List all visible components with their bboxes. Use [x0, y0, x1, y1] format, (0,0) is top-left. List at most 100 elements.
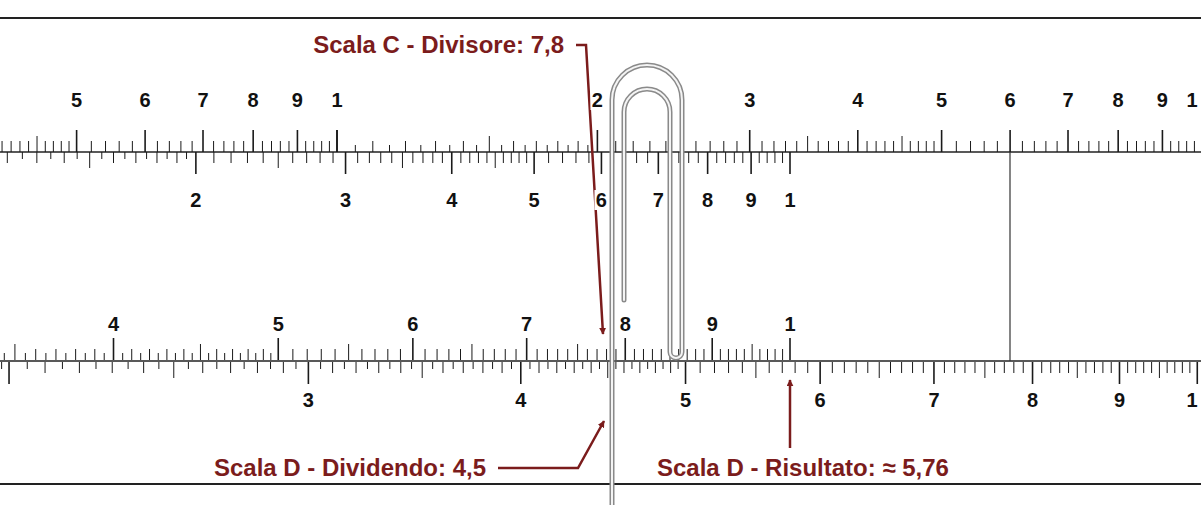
scale-tick [146, 152, 147, 159]
scale-tick [486, 152, 487, 163]
scale-tick [25, 353, 26, 360]
scale-number: 5 [935, 90, 948, 110]
scale-tick [588, 152, 589, 163]
scale-tick [35, 349, 36, 360]
scale-tick [476, 145, 477, 152]
scale-tick [77, 152, 78, 159]
scale-tick [520, 362, 522, 384]
scale-tick [944, 362, 945, 373]
scale-tick [252, 130, 254, 152]
scale-tick [89, 152, 90, 168]
scale-tick [615, 362, 616, 369]
scale-tick [1094, 362, 1095, 373]
scale-tick [278, 152, 279, 168]
scale-tick [548, 152, 549, 163]
scale-number: 6 [1004, 90, 1017, 110]
scale-tick [7, 152, 8, 163]
scale-tick [759, 152, 760, 163]
scale-tick [62, 362, 63, 369]
scale-tick [716, 152, 717, 163]
scale-tick [131, 349, 132, 360]
scale-tick [1143, 362, 1144, 373]
callout-label: Scala C - Divisore: 7,8 [311, 33, 566, 57]
scale-tick [703, 349, 704, 360]
scale-tick [257, 362, 258, 373]
scale-tick [789, 152, 791, 174]
scale-number: 7 [196, 90, 209, 110]
scale-tick [132, 141, 133, 152]
scale-tick [345, 152, 347, 174]
scale-tick [1, 362, 2, 369]
scale-tick [633, 141, 634, 152]
scale-tick [698, 152, 699, 163]
scale-tick [525, 145, 526, 152]
scale-tick [412, 338, 414, 360]
scale-tick [442, 362, 443, 373]
scale-tick [332, 362, 333, 373]
scale-tick [156, 152, 157, 163]
scale-tick [774, 152, 775, 163]
scale-tick [848, 141, 849, 152]
scale-tick [313, 141, 314, 152]
scale-tick [27, 362, 28, 369]
leader-line [789, 380, 792, 448]
scale-tick [91, 141, 92, 152]
scale-tick [1151, 362, 1152, 373]
scale-tick [104, 353, 105, 360]
scale-tick [539, 362, 540, 373]
scale-number: 6 [814, 390, 827, 410]
scale-number: 8 [1112, 90, 1125, 110]
scale-tick [306, 152, 307, 163]
scale-tick [65, 353, 66, 360]
scale-number: 1 [1185, 90, 1198, 110]
scale-tick [36, 152, 37, 163]
scale-tick [1013, 362, 1014, 373]
scale-tick [867, 362, 868, 373]
scale-tick [144, 130, 146, 152]
paperclip-wire [612, 65, 682, 505]
scale-tick [216, 362, 217, 369]
scale-tick [113, 152, 114, 163]
scale-tick [918, 141, 919, 152]
rule-edge [0, 17, 1201, 19]
scale-tick [1067, 130, 1069, 152]
scale-tick [14, 344, 15, 360]
scale-tick [755, 362, 756, 378]
scale-tick [1145, 141, 1146, 152]
scale-tick [926, 141, 927, 152]
scale-tick [195, 152, 197, 174]
scale-tick [736, 141, 737, 152]
scale-tick [933, 362, 935, 384]
scale-tick [113, 338, 115, 360]
scale-tick [75, 349, 76, 360]
scale-tick [567, 349, 568, 360]
scale-tick [369, 152, 370, 163]
scale-tick [516, 349, 517, 360]
scale-number: 4 [514, 390, 527, 410]
scale-tick [591, 362, 592, 373]
scale-tick [53, 141, 54, 152]
scale-tick [670, 362, 671, 373]
scale-tick [140, 353, 141, 360]
scale-number: 9 [1156, 90, 1169, 110]
scale-tick [714, 362, 715, 373]
scale-tick [356, 362, 357, 373]
scale-tick [45, 353, 46, 360]
scale-tick [994, 362, 995, 373]
scale-tick [565, 362, 566, 369]
scale-tick [607, 362, 608, 378]
scale-tick [320, 362, 321, 369]
scale-tick [1108, 141, 1109, 152]
scale-tick [85, 353, 86, 360]
scale-tick [728, 349, 729, 360]
scale-tick [233, 141, 234, 152]
scale-tick [1050, 362, 1051, 373]
scale-tick [575, 152, 576, 163]
scale-tick [1127, 141, 1128, 152]
scale-tick [463, 141, 464, 152]
scale-number: 5 [528, 190, 541, 210]
scale-tick [720, 349, 721, 360]
scale-tick [183, 349, 184, 360]
scale-tick [750, 152, 752, 174]
scale-tick [838, 141, 839, 152]
